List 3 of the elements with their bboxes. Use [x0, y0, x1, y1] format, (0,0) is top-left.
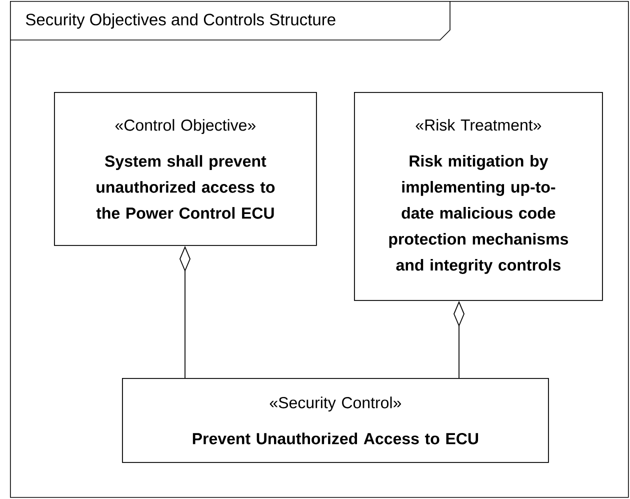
- block-box: «Risk Treatment» Risk mitigation by implementing up-to-date malicious code protection mechanisms and integrity controls: [354, 92, 603, 301]
- block-box: «Control Objective» System shall prevent unauthorized access to the Power Control ECU: [54, 92, 317, 246]
- block-box: «Security Control» Prevent Unauthorized Access to ECU: [122, 378, 549, 463]
